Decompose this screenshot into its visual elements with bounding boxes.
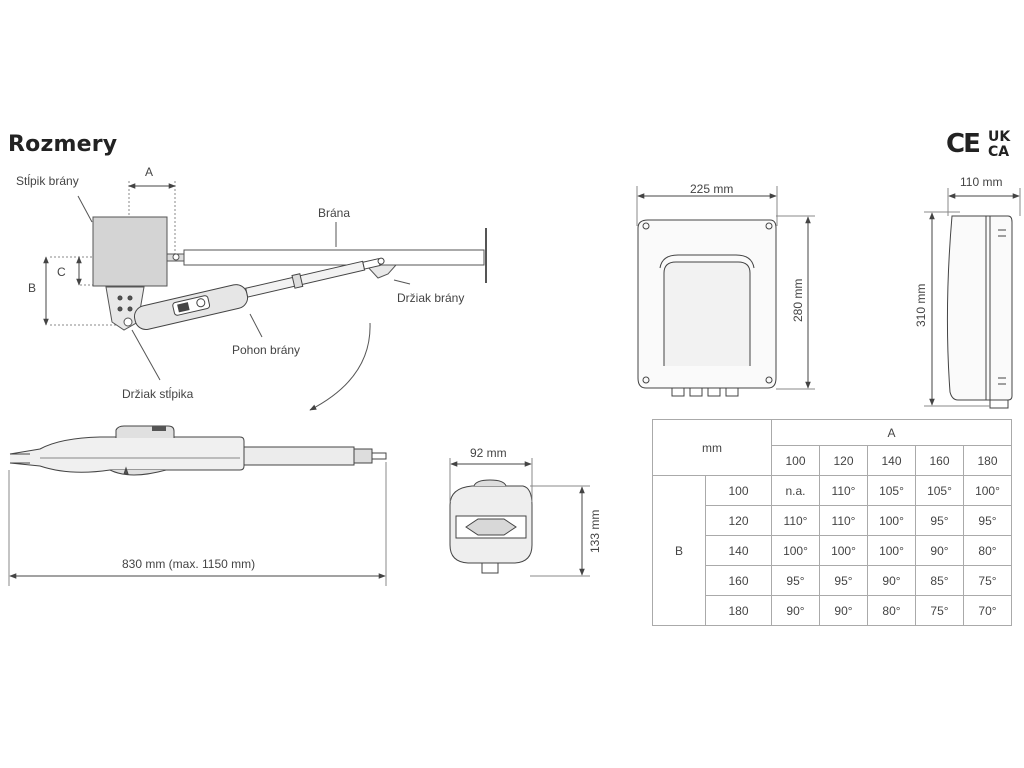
table-cell: 100° — [771, 535, 820, 566]
operator-side-view — [8, 425, 387, 586]
ukca-mark-top: UK — [988, 129, 1011, 145]
table-cell: 95° — [819, 565, 868, 596]
control-box-side — [924, 188, 1021, 409]
table-b-value: 140 — [705, 535, 772, 566]
table-cell: 70° — [963, 595, 1012, 626]
table-cell: 80° — [963, 535, 1012, 566]
table-b-value: 100 — [705, 475, 772, 506]
table-cell: 100° — [867, 535, 916, 566]
table-b-value: 160 — [705, 565, 772, 596]
table-cell: 110° — [771, 505, 820, 536]
table-b-value: 180 — [705, 595, 772, 626]
table-cell: 80° — [867, 595, 916, 626]
table-b-header: B — [652, 475, 706, 626]
dim-height: 133 mm — [588, 510, 602, 553]
dim-width: 92 mm — [470, 446, 507, 460]
swing-arc — [309, 322, 371, 411]
label-dim-a: A — [145, 165, 153, 179]
table-cell: 100° — [963, 475, 1012, 506]
table-cell: 105° — [867, 475, 916, 506]
table-a-value: 160 — [915, 445, 964, 476]
label-dim-b: B — [28, 281, 36, 295]
label-drive: Pohon brány — [232, 343, 300, 357]
label-post: Stĺpik brány — [16, 173, 79, 188]
table-cell: 95° — [915, 505, 964, 536]
control-box-front — [636, 186, 815, 397]
table-cell: 105° — [915, 475, 964, 506]
table-cell: 75° — [915, 595, 964, 626]
table-cell: 90° — [867, 565, 916, 596]
table-cell: 110° — [819, 505, 868, 536]
table-cell: 100° — [867, 505, 916, 536]
table-a-value: 120 — [819, 445, 868, 476]
table-cell: 100° — [819, 535, 868, 566]
table-corner: mm — [652, 419, 772, 476]
table-a-value: 100 — [771, 445, 820, 476]
gate-post — [92, 216, 168, 287]
table-a-value: 180 — [963, 445, 1012, 476]
dim-box-height: 280 mm — [791, 279, 805, 322]
ukca-mark-bottom: CA — [988, 144, 1009, 160]
table-cell: n.a. — [771, 475, 820, 506]
certification-marks: CE UK CA — [946, 129, 1011, 160]
label-gate-bracket: Držiak brány — [397, 291, 464, 305]
table-cell: 110° — [819, 475, 868, 506]
dim-side-depth: 110 mm — [960, 175, 1002, 189]
table-cell: 95° — [963, 505, 1012, 536]
table-cell: 90° — [771, 595, 820, 626]
operator-end-view — [449, 458, 590, 577]
table-a-value: 140 — [867, 445, 916, 476]
dim-box-width: 225 mm — [690, 182, 733, 196]
dim-side-height: 310 mm — [914, 284, 928, 327]
table-a-header: A — [771, 419, 1012, 446]
table-b-value: 120 — [705, 505, 772, 536]
installation-diagram — [43, 181, 487, 411]
table-cell: 75° — [963, 565, 1012, 596]
table-cell: 85° — [915, 565, 964, 596]
label-post-bracket: Držiak stĺpika — [122, 386, 194, 401]
page-title: Rozmery — [8, 132, 118, 157]
table-cell: 90° — [819, 595, 868, 626]
dim-length: 830 mm (max. 1150 mm) — [122, 557, 255, 571]
label-gate: Brána — [318, 206, 350, 220]
label-dim-c: C — [57, 265, 66, 279]
table-cell: 90° — [915, 535, 964, 566]
ce-mark: CE — [946, 129, 979, 159]
gate-bar — [183, 249, 485, 266]
table-cell: 95° — [771, 565, 820, 596]
